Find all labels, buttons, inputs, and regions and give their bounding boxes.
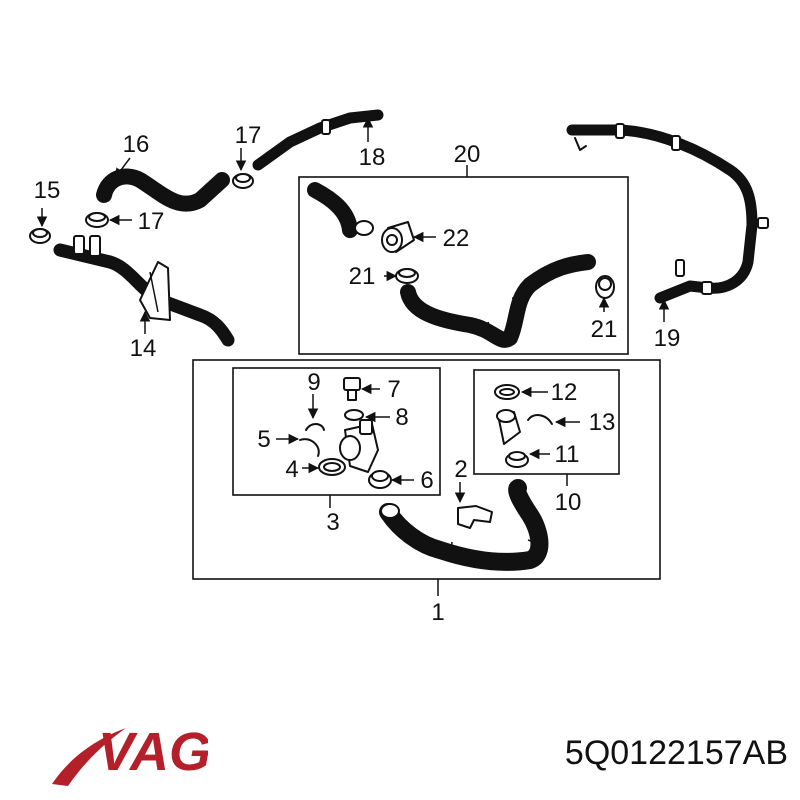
clamp-15	[29, 228, 51, 244]
hose-16	[96, 168, 230, 212]
group-box-3	[232, 367, 441, 496]
coolant-hose-1	[379, 479, 549, 571]
callout-17-left: 17	[138, 208, 165, 235]
clamp-17-right	[232, 173, 254, 189]
coolant-pipe-19	[566, 123, 769, 304]
sensor-7	[343, 377, 361, 401]
callout-17-right: 17	[235, 122, 262, 149]
callout-8: 8	[395, 404, 408, 431]
hose-20-long	[400, 254, 596, 348]
callout-11: 11	[555, 441, 580, 468]
callout-14: 14	[130, 335, 157, 362]
clip-13	[527, 414, 553, 425]
clamp-21-lower	[595, 275, 615, 299]
vag-swoosh-icon	[52, 728, 126, 786]
group-box-1	[192, 359, 661, 580]
callout-13: 13	[589, 409, 616, 436]
callout-5: 5	[257, 426, 270, 453]
callout-16: 16	[123, 131, 150, 158]
hose-20-short	[307, 182, 374, 238]
vag-logo: VAG	[52, 722, 208, 786]
part-number: 5Q0122157AB	[564, 734, 788, 772]
o-ring-8	[344, 409, 364, 421]
callout-7: 7	[387, 376, 400, 403]
o-ring-12	[494, 384, 520, 400]
callout-19: 19	[654, 325, 681, 352]
callout-15: 15	[34, 177, 61, 204]
housing-3	[339, 419, 379, 473]
clamp-17-left	[85, 212, 109, 228]
callout-20: 20	[454, 141, 481, 168]
callout-21-upper: 21	[349, 263, 376, 290]
coolant-pipe-18	[252, 109, 384, 171]
clamp-11	[505, 451, 529, 468]
callout-2: 2	[454, 456, 467, 483]
clip-9	[305, 423, 325, 431]
callout-3: 3	[326, 509, 339, 536]
callout-22: 22	[443, 225, 470, 252]
fitting-10	[496, 409, 521, 445]
bracket-2	[457, 505, 493, 529]
connector-22	[381, 221, 415, 253]
logo-text: VAG	[98, 722, 208, 782]
callout-1: 1	[431, 599, 444, 626]
callout-9: 9	[307, 369, 320, 396]
callout-4: 4	[285, 456, 298, 483]
clamp-6	[368, 470, 392, 489]
callout-21-lower: 21	[591, 316, 618, 343]
coolant-pipe-14	[53, 235, 235, 347]
callout-12: 12	[551, 379, 578, 406]
clip-5	[299, 438, 320, 457]
leader-lines	[36, 116, 670, 596]
callout-6: 6	[420, 467, 433, 494]
callout-18: 18	[359, 144, 386, 171]
group-box-20	[298, 176, 629, 355]
group-box-10	[473, 369, 620, 475]
callout-labels: 1 2 3 4 5 6 7 8 9 10 11 12 13 14 15 16 1…	[34, 122, 681, 626]
clamp-21-upper	[395, 268, 419, 284]
o-ring-4	[318, 458, 346, 476]
callout-10: 10	[555, 489, 582, 516]
